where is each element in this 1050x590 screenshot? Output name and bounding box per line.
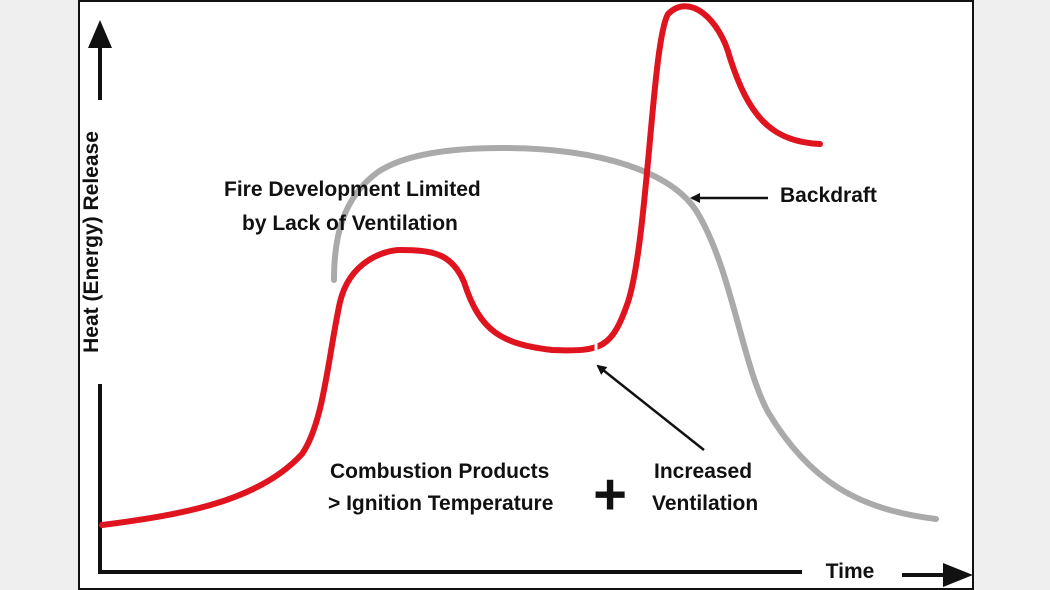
ventilated-fire-curve [331,144,939,522]
ventilation-label-line2: Ventilation [652,492,758,515]
fire-limited-label-line2: by Lack of Ventilation [242,212,458,235]
combustion-label-line1: Combustion Products [330,460,549,483]
y-axis-arrowhead [88,20,112,48]
x-axis-label: Time [826,560,875,583]
backdraft-curve [99,3,823,528]
ventilation-label-line1: Increased [654,460,752,483]
y-axis-label: Heat (Energy) Release [80,131,103,353]
backdraft-label: Backdraft [780,184,877,207]
plus-symbol: + [593,462,627,527]
fire-limited-label-line1: Fire Development Limited [224,178,481,201]
ventilation-arrow [596,364,705,451]
fire-growth-diagram: Heat (Energy) Release Time Fire Developm… [80,3,972,587]
x-axis-arrowhead [943,563,972,587]
combustion-label-line2: > Ignition Temperature [328,492,553,515]
diagram-frame: Heat (Energy) Release Time Fire Developm… [78,0,974,590]
